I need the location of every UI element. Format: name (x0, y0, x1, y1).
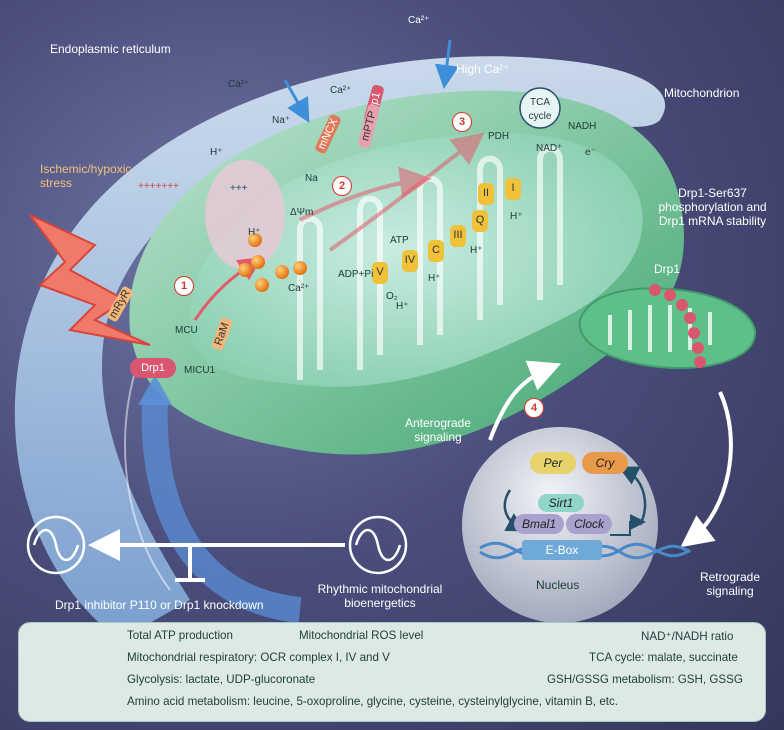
transcription-arrow (610, 514, 646, 536)
adp-label: ADP+Pi (338, 269, 374, 280)
step-4-badge: 4 (524, 398, 544, 418)
atp-label: ATP (390, 235, 409, 246)
er-label: Endoplasmic reticulum (50, 42, 171, 56)
small-mitochondrion (578, 287, 757, 370)
cytochrome-c: C (432, 244, 440, 256)
drp1-protein: Drp1 (130, 358, 176, 378)
clock-gene: Clock (566, 514, 612, 534)
step-3-badge: 3 (452, 112, 472, 132)
ca-balls-label: Ca²⁺ (288, 283, 310, 294)
mitochondrion-label: Mitochondrion (664, 86, 740, 100)
ischemic-label: Ischemic/hypoxic stress (40, 162, 132, 190)
h-low-label: H⁺ (248, 227, 261, 238)
ischemic-bolt (29, 214, 151, 346)
ca-left-label: Ca²⁺ (228, 79, 250, 90)
drp1-small-label: Drp1 (654, 262, 681, 276)
outer-plus-charge-label: +++++++ (138, 181, 179, 192)
panel-ros: Mitochondrial ROS level (299, 629, 424, 642)
step-1-badge: 1 (174, 276, 194, 296)
rhythmic-label: Rhythmic mitochondrial bioenergetics (317, 582, 443, 610)
ebox-element: E-Box (522, 540, 602, 560)
anterograde-arrow (488, 360, 562, 441)
drp1-phospho-label: Drp1-Ser637 phosphorylation and Drp1 mRN… (658, 186, 767, 228)
complex-iv: IV (404, 254, 416, 266)
per-gene: Per (530, 452, 576, 474)
high-ca-label: High Ca²⁺ (456, 62, 510, 76)
complex-v: V (376, 266, 384, 278)
h-chain-label-4: H⁺ (510, 211, 523, 222)
tca-cycle-circle (519, 87, 561, 129)
h-chain-label-3: H⁺ (470, 245, 483, 256)
respiratory-complexes (372, 178, 521, 284)
ca-to-pdh-arrow (328, 132, 485, 252)
na-low-label: Na (305, 173, 318, 184)
ca-influx-arrow-1 (283, 79, 310, 123)
calcium-ions (238, 233, 307, 292)
h-top-label: H⁺ (210, 147, 223, 158)
small-mito-cristae (608, 305, 712, 352)
nadh-label: NADH (568, 121, 597, 132)
tca-label: TCA cycle (528, 97, 552, 122)
panel-respiratory: Mitochondrial respiratory: OCR complex I… (127, 651, 390, 664)
panel-atp: Total ATP production (127, 629, 233, 642)
coenzyme-q: Q (475, 214, 485, 226)
h-chain-label-2: H⁺ (428, 273, 441, 284)
ca-to-atp-arrow (299, 166, 432, 222)
rhythm-circle-left (26, 515, 86, 575)
retrograde-label: Retrograde signaling (699, 570, 761, 598)
nucleus-label: Nucleus (536, 578, 580, 592)
micu1-label: MICU1 (184, 365, 216, 376)
complex-i: I (511, 182, 515, 194)
o2-label: O₂ (386, 291, 398, 302)
bioenergetics-summary-panel: Total ATP production Mitochondrial ROS l… (18, 622, 766, 722)
plus-charge-label: +++ (230, 183, 248, 194)
panel-gsh: GSH/GSSG metabolism: GSH, GSSG (547, 673, 743, 686)
sirt1-gene: Sirt1 (538, 494, 584, 512)
rhythm-circle-right (348, 515, 408, 575)
na-top-label: Na⁺ (272, 115, 291, 126)
complex-iii: III (453, 229, 463, 241)
h-chain-label-1: H⁺ (396, 301, 409, 312)
inhibition-bar (175, 545, 205, 582)
intermembrane-region (205, 160, 285, 270)
ca-mid-label: Ca²⁺ (330, 85, 352, 96)
pdh-label: PDH (488, 131, 510, 142)
inhibitor-label: Drp1 inhibitor P110 or Drp1 knockdown (55, 598, 264, 612)
panel-tca: TCA cycle: malate, succinate (589, 651, 738, 664)
ca-influx-arrow-2 (434, 39, 459, 89)
ca-top-label: Ca²⁺ (408, 15, 430, 26)
drp1-recruit-arrowhead (138, 375, 172, 405)
retrograde-arrow (680, 391, 733, 548)
mcu-label: MCU (175, 325, 198, 336)
panel-amino-acid: Amino acid metabolism: leucine, 5-oxopro… (127, 695, 619, 708)
bmal1-gene: Bmal1 (514, 514, 564, 534)
cry-gene: Cry (582, 452, 628, 474)
nad-label: NAD⁺ (536, 143, 563, 154)
anterograde-label: Anterograde signaling (404, 416, 472, 444)
electron-label: e⁻ (585, 147, 596, 158)
step-2-badge: 2 (332, 176, 352, 196)
panel-nad-ratio: NAD⁺/NADH ratio (641, 630, 734, 643)
delta-psi-label: ΔΨm (290, 207, 314, 218)
drp1-ring (649, 284, 706, 368)
panel-glycolysis: Glycolysis: lactate, UDP-glucoronate (127, 673, 316, 686)
complex-ii: II (482, 187, 490, 199)
